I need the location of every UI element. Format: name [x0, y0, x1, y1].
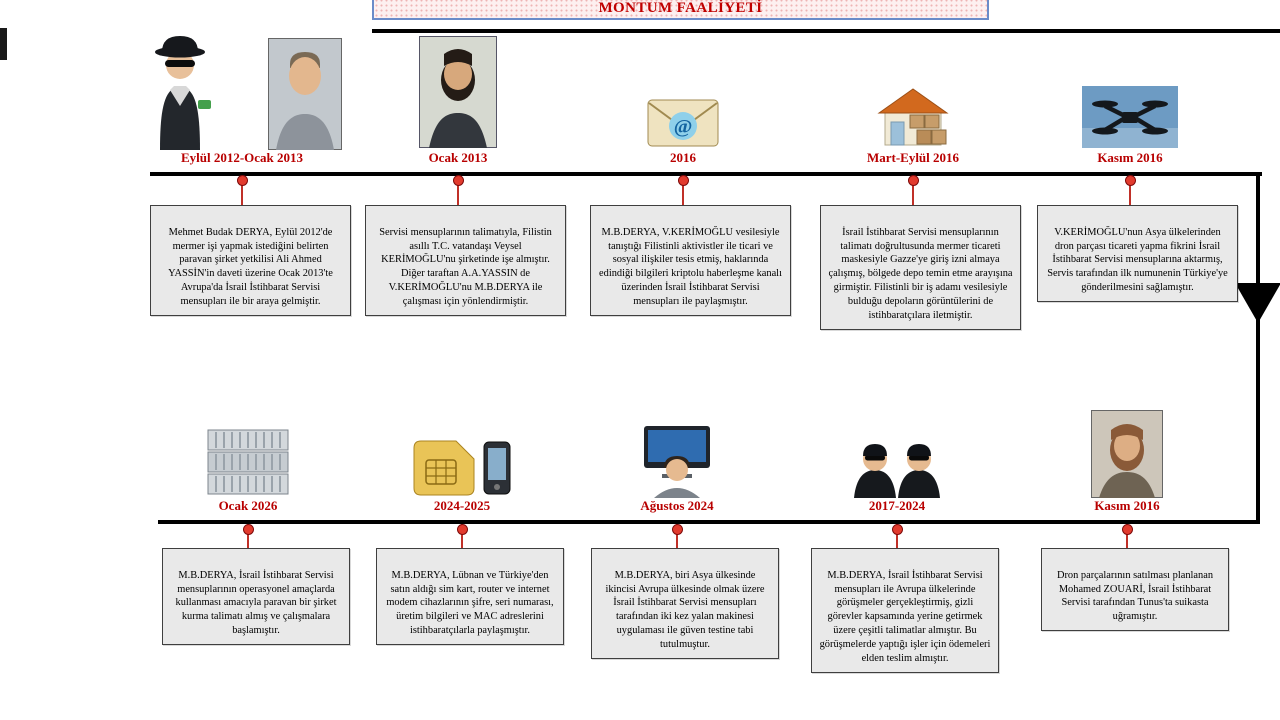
timeline-event-text: M.B.DERYA, İsrail İstihbarat Servisi men… [819, 569, 991, 664]
timeline-date: Ocak 2026 [218, 498, 278, 513]
drone-photo-icon [1082, 86, 1178, 148]
timeline-connector [247, 524, 249, 548]
server-racks-icon [202, 426, 294, 498]
timeline-event-text: İsrail İstihbarat Servisi mensuplarının … [828, 226, 1013, 321]
timeline-event-text: Mehmet Budak DERYA, Eylül 2012'de mermer… [168, 226, 333, 307]
timeline-event-box: M.B.DERYA, Lübnan ve Türkiye'den satın a… [376, 548, 564, 645]
timeline-bottom-line [158, 520, 1260, 524]
timeline-connector [896, 524, 898, 548]
timeline-event-box: Dron parçalarının satılması planlanan Mo… [1041, 548, 1229, 632]
timeline-event-box: Mehmet Budak DERYA, Eylül 2012'de mermer… [150, 205, 351, 316]
spy-figure-and-portrait-icon [148, 30, 342, 150]
email-at-icon: @ [647, 96, 719, 148]
timeline-node-dot [892, 524, 903, 535]
timeline-date: 2016 [670, 150, 696, 165]
timeline-date: Ocak 2013 [428, 150, 488, 165]
left-edge-graphic [0, 28, 7, 60]
timeline-connector [1126, 524, 1128, 548]
timeline-event-box: M.B.DERYA, İsrail İstihbarat Servisi men… [162, 548, 350, 645]
title-banner: MONTUM FAALİYETİ [372, 0, 989, 20]
timeline-date: 2017-2024 [868, 498, 926, 513]
timeline-event-text: V.KERİMOĞLU'nun Asya ülkelerinden dron p… [1047, 226, 1228, 294]
timeline-event-text: M.B.DERYA, V.KERİMOĞLU vesilesiyle tanış… [599, 226, 782, 307]
timeline-node-dot [453, 175, 464, 186]
timeline-event-box: M.B.DERYA, V.KERİMOĞLU vesilesiyle tanış… [590, 205, 791, 316]
timeline-right-line [1256, 172, 1260, 524]
timeline-connector [1129, 176, 1131, 205]
title-underline-rule [372, 29, 1280, 33]
timeline-connector [457, 176, 459, 205]
timeline-date: 2024-2025 [433, 498, 491, 513]
timeline-node-dot [1125, 175, 1136, 186]
timeline-event-text: M.B.DERYA, İsrail İstihbarat Servisi men… [175, 569, 337, 637]
timeline-event-box: M.B.DERYA, biri Asya ülkesinde ikincisi … [591, 548, 779, 659]
timeline-event-text: M.B.DERYA, Lübnan ve Türkiye'den satın a… [386, 569, 554, 637]
timeline-connector [676, 524, 678, 548]
timeline-date: Mart-Eylül 2016 [866, 150, 960, 165]
timeline-connector [682, 176, 684, 205]
two-spies-icon [850, 432, 944, 498]
timeline-event-box: İsrail İstihbarat Servisi mensuplarının … [820, 205, 1021, 330]
timeline-date: Kasım 2016 [1094, 498, 1160, 513]
portrait-photo-icon [1091, 410, 1163, 498]
timeline-event-box: Servisi mensuplarının talimatıyla, Filis… [365, 205, 566, 316]
page-title: MONTUM FAALİYETİ [598, 0, 763, 16]
timeline-node-dot [678, 175, 689, 186]
timeline-date: Eylül 2012-Ocak 2013 [180, 150, 304, 165]
timeline-node-dot [457, 524, 468, 535]
warehouse-boxes-icon [876, 84, 950, 148]
timeline-connector [241, 176, 243, 205]
timeline-event-box: V.KERİMOĞLU'nun Asya ülkelerinden dron p… [1037, 205, 1238, 302]
timeline-connector [912, 176, 914, 205]
timeline-node-dot [672, 524, 683, 535]
timeline-event-text: Servisi mensuplarının talimatıyla, Filis… [379, 226, 552, 307]
timeline-node-dot [908, 175, 919, 186]
timeline-top-line [150, 172, 1262, 176]
svg-text:@: @ [674, 116, 693, 138]
timeline-node-dot [1122, 524, 1133, 535]
timeline-date: Kasım 2016 [1097, 150, 1163, 165]
timeline-date: Ağustos 2024 [640, 498, 714, 513]
timeline-event-box: M.B.DERYA, İsrail İstihbarat Servisi men… [811, 548, 999, 673]
timeline-node-dot [237, 175, 248, 186]
timeline-event-text: M.B.DERYA, biri Asya ülkesinde ikincisi … [605, 569, 765, 650]
timeline-node-dot [243, 524, 254, 535]
sim-card-and-phone-icon [410, 436, 514, 498]
timeline-event-text: Dron parçalarının satılması planlanan Mo… [1056, 569, 1214, 623]
timeline-connector [461, 524, 463, 548]
person-at-computer-icon [636, 424, 718, 498]
timeline-down-arrow-icon [1235, 283, 1280, 323]
portrait-photo-icon [419, 36, 497, 148]
